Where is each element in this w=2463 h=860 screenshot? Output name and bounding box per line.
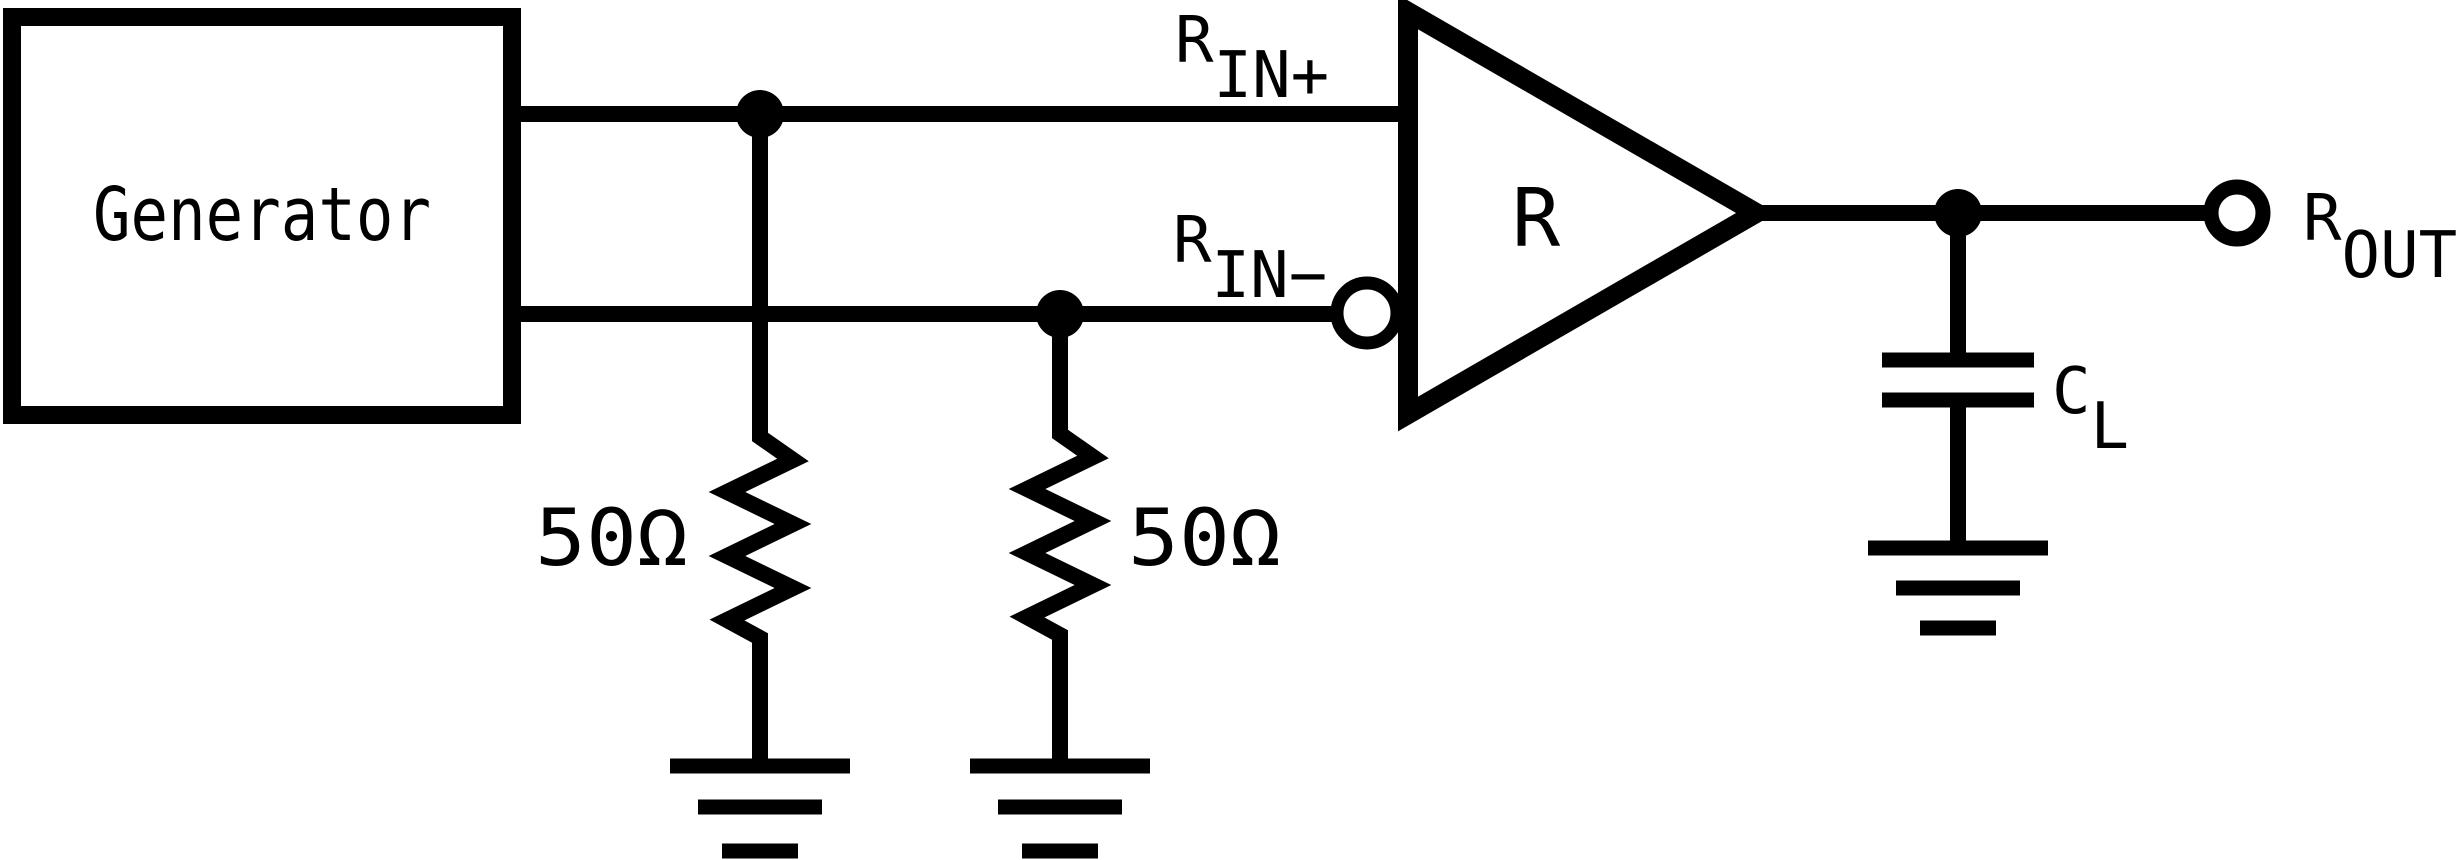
rout-sub: OUT [2342, 219, 2458, 293]
rout-label: ROUT [2303, 182, 2457, 293]
rin-minus-base: R [1173, 204, 1212, 278]
output-terminal-icon [2203, 179, 2271, 247]
generator-box [3, 8, 521, 424]
receiver-label: R [1512, 172, 1561, 265]
junction-dot [1934, 189, 1982, 237]
generator-label: Generator [93, 172, 431, 258]
rin-plus-label: RIN+ [1175, 4, 1329, 113]
junction-dot [736, 90, 784, 138]
output-network: CL ROUT [1750, 179, 2457, 636]
rout-base: R [2303, 182, 2342, 256]
receiver-triangle-icon [1398, 0, 1776, 432]
termination-r1: 50Ω [535, 90, 850, 859]
generator: Generator [3, 8, 521, 424]
ground-icon [1868, 540, 2048, 636]
resistor-symbol [708, 114, 812, 766]
ground-icon [670, 758, 850, 859]
resistor-symbol [1008, 314, 1112, 766]
rin-plus-base: R [1175, 4, 1214, 78]
load-capacitor [1882, 213, 2034, 549]
rin-minus-label: RIN− [1173, 204, 1327, 313]
junction-dot [1036, 290, 1084, 338]
rin-plus-sub: IN+ [1214, 39, 1330, 113]
cl-label: CL [2052, 355, 2129, 464]
inverting-bubble-icon [1330, 276, 1404, 350]
r1-value-label: 50Ω [535, 494, 688, 584]
signal-wires [508, 106, 1404, 322]
rin-minus-sub: IN− [1212, 239, 1328, 313]
receiver: R RIN+ RIN− [1173, 0, 1776, 432]
termination-r2: 50Ω [970, 290, 1281, 859]
ground-icon [970, 758, 1150, 859]
cl-base: C [2052, 355, 2091, 429]
r2-value-label: 50Ω [1128, 494, 1281, 584]
cl-sub: L [2091, 390, 2130, 464]
